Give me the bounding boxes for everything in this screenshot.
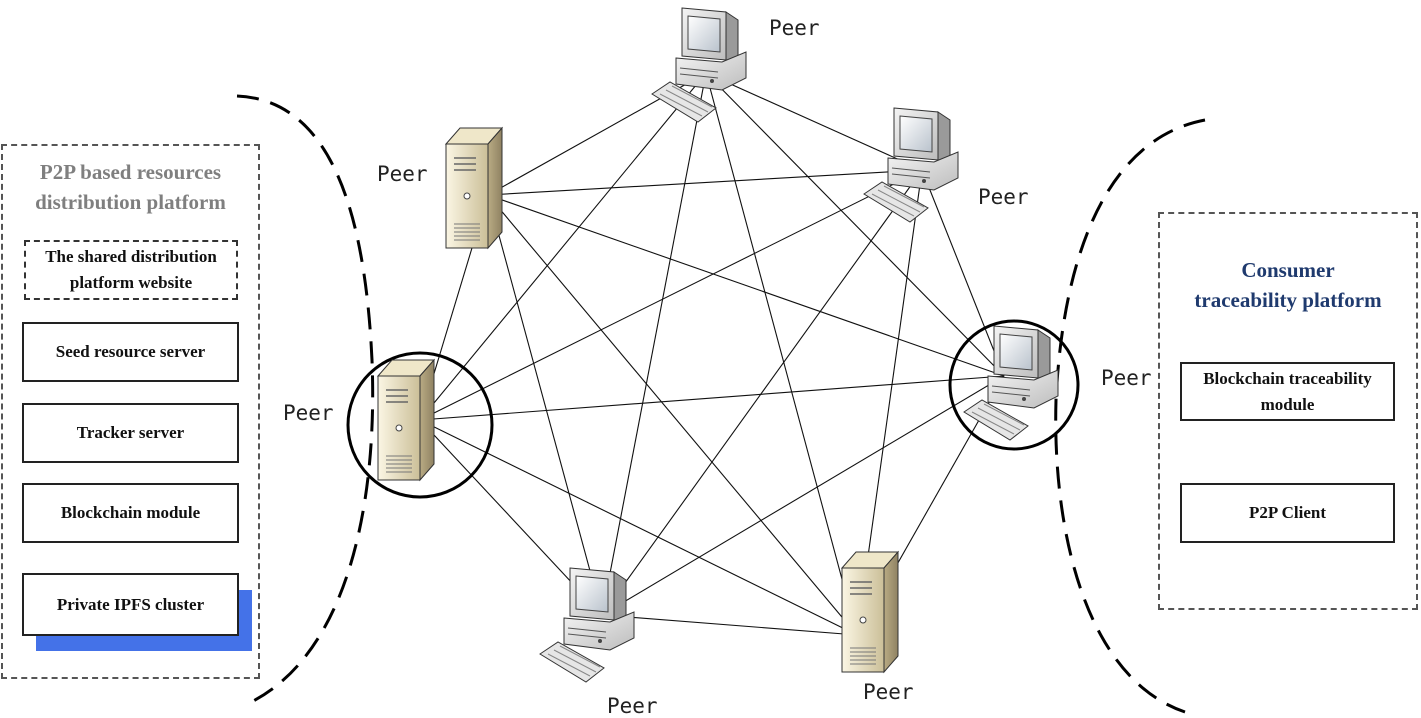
module-label-line: module [1260,394,1315,414]
desktop-computer-icon [963,325,1059,441]
right-peer-highlight-ring [948,319,1080,451]
title-line: P2P based resources [39,160,222,184]
peer-label-left: Peer [283,401,334,425]
link [601,169,923,616]
link [419,375,1005,421]
peer-label-top-left: Peer [377,162,428,186]
peer-links [419,72,1005,636]
module-label-line: The shared distribution [45,247,217,266]
module-label: Tracker server [76,423,185,442]
blockchain-module: Blockchain module [22,483,239,543]
left-boundary-arc [236,94,375,707]
server-tower-icon [445,127,503,249]
left-peer-highlight-ring [346,351,494,499]
link [705,72,1005,377]
server-tower-icon [377,359,435,481]
title-line: traceability platform [1194,288,1382,312]
link [705,72,858,636]
blockchain-traceability-module: Blockchain traceability module [1180,362,1395,421]
desktop-computer-icon [651,7,747,123]
desktop-computer-icon [863,107,959,223]
resource-distribution-platform-panel [1,144,260,679]
link [419,169,923,421]
peer-label-top: Peer [769,16,820,40]
desktop-computer-icon [539,567,635,683]
title-line: Consumer [1241,258,1335,282]
module-label: Private IPFS cluster [56,594,205,614]
module-label: P2P Client [1249,503,1326,522]
private-ipfs-cluster-module: Private IPFS cluster [22,573,239,636]
link [419,419,858,636]
module-label: Blockchain module [60,503,201,522]
module-label-line: Blockchain traceability [1203,368,1372,388]
link [487,194,1005,377]
resource-distribution-platform-title: P2P based resources distribution platfor… [1,157,260,217]
consumer-traceability-platform-title: Consumer traceability platform [1158,255,1418,315]
link [601,375,1005,616]
link [487,194,603,616]
module-label: Seed resource server [55,342,206,361]
peer-label-bottom-left: Peer [607,694,658,718]
link [487,194,858,636]
seed-resource-server-module: Seed resource server [22,322,239,382]
link [487,169,923,196]
link [705,72,923,171]
tracker-server-module: Tracker server [22,403,239,463]
link [601,72,707,616]
link [601,614,858,636]
module-label-line: platform website [69,273,193,292]
right-boundary-arc [1054,118,1206,714]
link [921,169,1005,377]
peer-label-top-right: Peer [978,185,1029,209]
server-tower-icon [841,551,899,673]
peer-label-bottom-right: Peer [863,680,914,704]
consumer-traceability-platform-panel [1158,212,1418,610]
p2p-client-module: P2P Client [1180,483,1395,543]
shared-distribution-website-module: The shared distribution platform website [24,240,238,300]
link [419,72,707,421]
peer-label-right: Peer [1101,366,1152,390]
title-line: distribution platform [35,190,226,214]
